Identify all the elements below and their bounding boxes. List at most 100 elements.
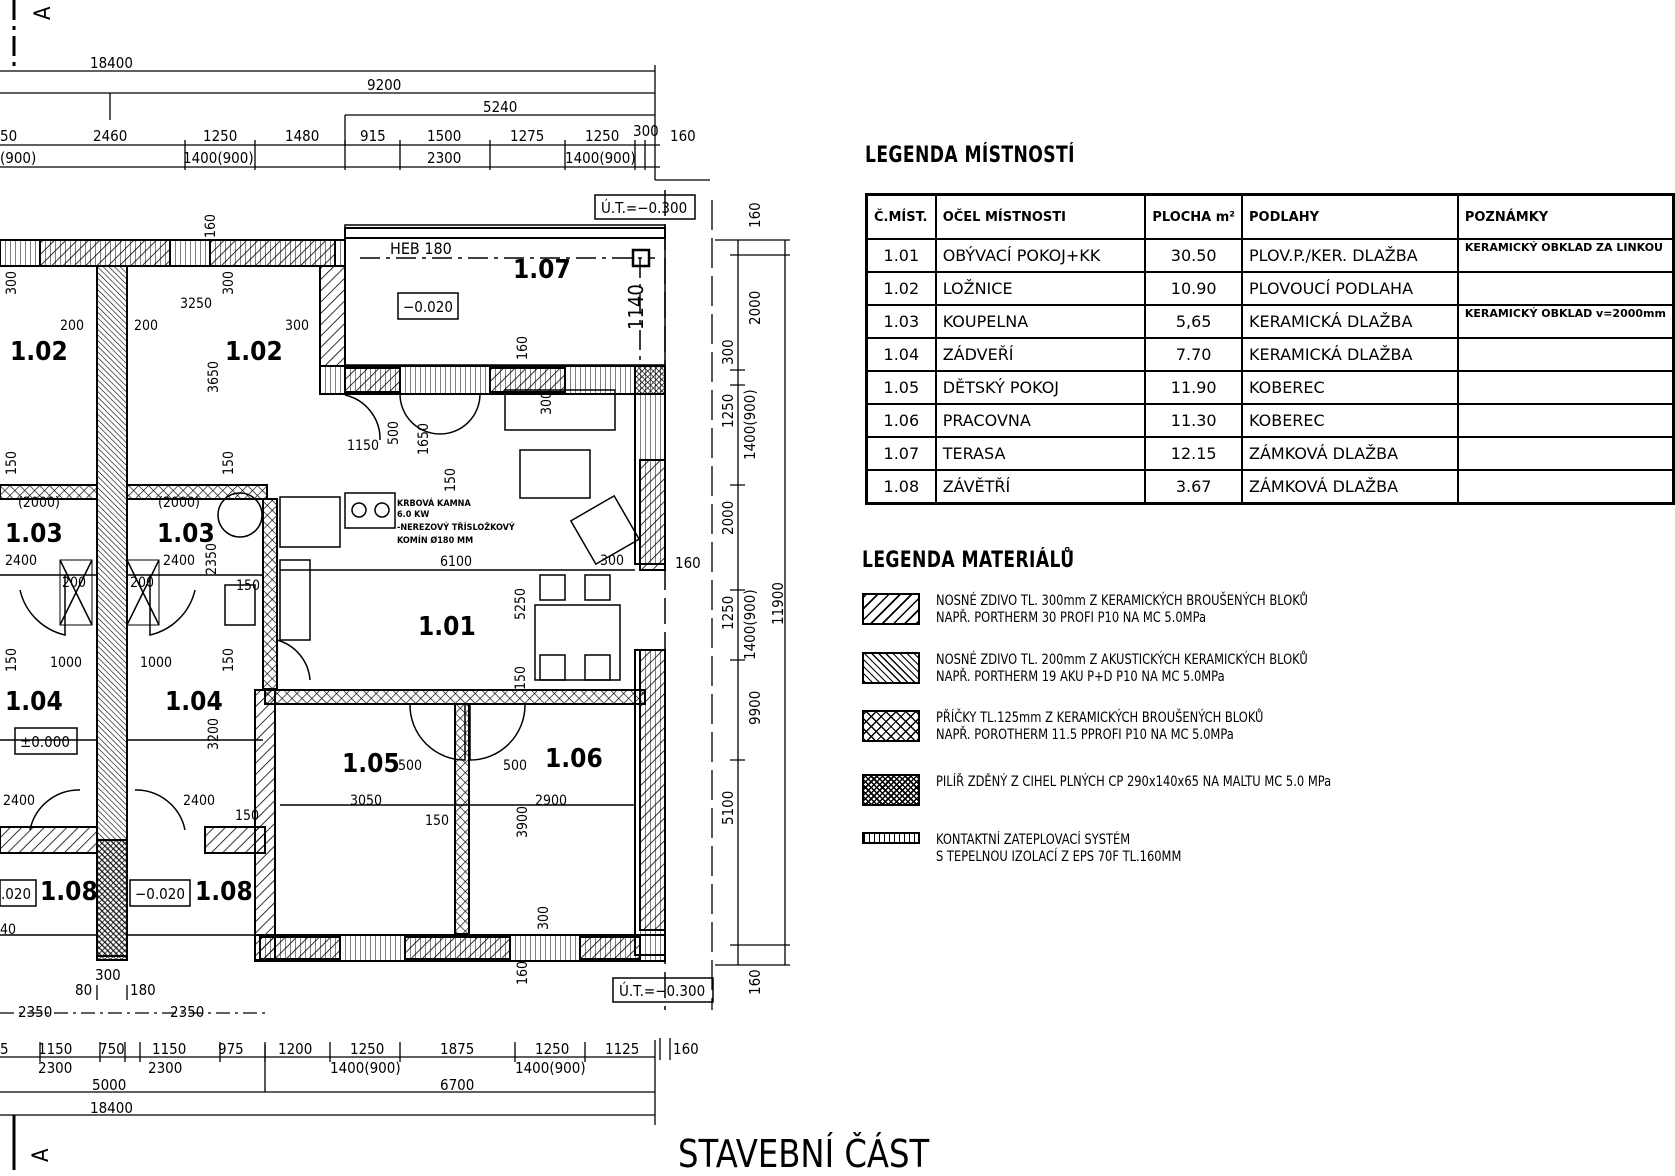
svg-text:1.01: 1.01 <box>418 612 476 642</box>
room-number-cell: 1.06 <box>865 403 937 438</box>
room-note-cell: KERAMICKÝ OBKLAD v=2000mm <box>1456 304 1675 339</box>
col-floor-header: PODLAHY <box>1241 193 1459 240</box>
svg-text:150: 150 <box>513 666 529 690</box>
svg-text:KRBOVÁ KAMNA: KRBOVÁ KAMNA <box>397 497 471 509</box>
svg-text:18400: 18400 <box>90 54 133 72</box>
svg-text:1200: 1200 <box>278 1040 312 1058</box>
svg-text:2900: 2900 <box>535 793 567 809</box>
svg-text:160: 160 <box>746 969 764 995</box>
room-name-cell: DĚTSKÝ POKOJ <box>934 370 1147 405</box>
svg-text:2300: 2300 <box>38 1059 72 1077</box>
room-name-cell: ZÁDVEŘÍ <box>934 337 1147 372</box>
room-name-cell: TERASA <box>934 436 1147 471</box>
room-note-cell <box>1456 403 1675 438</box>
svg-text:1150: 1150 <box>152 1040 186 1058</box>
room-name-cell: KOUPELNA <box>934 304 1147 339</box>
svg-text:1.08: 1.08 <box>195 877 253 907</box>
room-floor-cell: KERAMICKÁ DLAŽBA <box>1241 304 1459 339</box>
room-number-cell: 1.01 <box>865 238 937 273</box>
room-labels: 1.01 1.02 1.02 1.03 1.03 1.04 1.04 1.05 … <box>5 255 603 907</box>
material-line-1: PILÍŘ ZDĚNÝ Z CIHEL PLNÝCH CP 290x140x65… <box>936 774 1332 790</box>
svg-text:160: 160 <box>203 214 219 238</box>
svg-text:1150: 1150 <box>38 1040 72 1058</box>
svg-text:200: 200 <box>130 575 154 591</box>
ot-top-label: Ú.T.=−0.300 <box>601 198 687 217</box>
svg-text:300: 300 <box>600 553 624 569</box>
svg-text:1.03: 1.03 <box>5 519 63 549</box>
col-num-header: Č.MÍST. <box>865 193 937 240</box>
svg-text:-NEREZOVÝ TŘÍSLOŽKOVÝ: -NEREZOVÝ TŘÍSLOŽKOVÝ <box>397 521 515 533</box>
material-swatch-hatch-wide <box>862 593 920 625</box>
svg-text:300: 300 <box>633 122 659 140</box>
material-description: PŘÍČKY TL.125mm Z KERAMICKÝCH BROUŠENÝCH… <box>936 710 1263 744</box>
svg-text:150: 150 <box>4 451 20 475</box>
svg-text:1.05: 1.05 <box>342 749 400 779</box>
svg-text:18400: 18400 <box>90 1099 133 1117</box>
svg-text:9900: 9900 <box>746 691 764 725</box>
svg-text:(2000): (2000) <box>158 495 200 511</box>
room-number-cell: 1.07 <box>865 436 937 471</box>
right-dimensions <box>711 200 790 1010</box>
svg-text:2400: 2400 <box>5 553 37 569</box>
svg-text:11900: 11900 <box>769 582 787 625</box>
svg-text:300: 300 <box>95 966 121 984</box>
room-area-cell: 30.50 <box>1144 238 1243 273</box>
svg-text:200: 200 <box>60 318 84 334</box>
svg-text:2400: 2400 <box>163 553 195 569</box>
svg-text:1250: 1250 <box>719 596 737 630</box>
svg-text:300: 300 <box>536 906 552 930</box>
section-mark-bottom: A <box>12 1115 54 1170</box>
svg-text:2000: 2000 <box>719 501 737 535</box>
svg-text:1.07: 1.07 <box>513 255 571 285</box>
svg-text:5250: 5250 <box>513 588 529 620</box>
svg-text:2350: 2350 <box>18 1003 52 1021</box>
svg-text:1500: 1500 <box>427 127 461 145</box>
level-boxes: Ú.T.=−0.300 Ú.T.=−0.300 −0.020 −0.020 .0… <box>0 194 714 1003</box>
svg-text:1.06: 1.06 <box>545 744 603 774</box>
room-floor-cell: KERAMICKÁ DLAŽBA <box>1241 337 1459 372</box>
room-area-cell: 11.90 <box>1144 370 1243 405</box>
notes: HEB 180 KRBOVÁ KAMNA 6.0 KW -NEREZOVÝ TŘ… <box>390 239 515 546</box>
svg-text:6700: 6700 <box>440 1076 474 1094</box>
svg-text:80: 80 <box>75 981 92 999</box>
room-legend-title: LEGENDA MÍSTNOSTÍ <box>865 143 1075 168</box>
svg-text:1400(900): 1400(900) <box>741 389 759 460</box>
svg-text:1250: 1250 <box>203 127 237 145</box>
svg-text:1400(900): 1400(900) <box>183 149 254 167</box>
floor-plan-drawing: A A 18400 9200 5240 50 (900) 2460 1250 1… <box>0 0 790 1170</box>
room-area-cell: 3.67 <box>1144 469 1243 505</box>
room-area-cell: 10.90 <box>1144 271 1243 306</box>
svg-text:2300: 2300 <box>148 1059 182 1077</box>
svg-text:1.02: 1.02 <box>10 337 68 367</box>
material-swatch-insulation <box>862 832 920 844</box>
material-description: NOSNÉ ZDIVO TL. 200mm Z AKUSTICKÝCH KERA… <box>936 652 1308 686</box>
svg-text:1250: 1250 <box>535 1040 569 1058</box>
room-note-cell <box>1456 271 1675 306</box>
top-dimension-labels: 18400 9200 5240 50 (900) 2460 1250 1400(… <box>0 54 696 167</box>
room-number-cell: 1.05 <box>865 370 937 405</box>
svg-text:1650: 1650 <box>416 423 432 455</box>
room-floor-cell: KOBEREC <box>1241 370 1459 405</box>
room-area-cell: 12.15 <box>1144 436 1243 471</box>
room-number-cell: 1.03 <box>865 304 937 339</box>
room-number-cell: 1.02 <box>865 271 937 306</box>
svg-text:1400(900): 1400(900) <box>515 1059 586 1077</box>
svg-text:1.04: 1.04 <box>5 687 63 717</box>
svg-text:2000: 2000 <box>746 291 764 325</box>
svg-text:5240: 5240 <box>483 98 517 116</box>
svg-text:500: 500 <box>386 421 402 445</box>
svg-text:−0.020: −0.020 <box>135 885 185 903</box>
svg-text:5000: 5000 <box>92 1076 126 1094</box>
room-note-cell <box>1456 436 1675 471</box>
svg-text:1875: 1875 <box>440 1040 474 1058</box>
svg-text:150: 150 <box>235 808 259 824</box>
svg-text:6100: 6100 <box>440 554 472 570</box>
svg-text:1140: 1140 <box>624 284 648 330</box>
material-line-1: KONTAKTNÍ ZATEPLOVACÍ SYSTÉM <box>936 832 1131 848</box>
section-mark-top: A <box>12 0 56 70</box>
svg-text:300: 300 <box>4 271 20 295</box>
